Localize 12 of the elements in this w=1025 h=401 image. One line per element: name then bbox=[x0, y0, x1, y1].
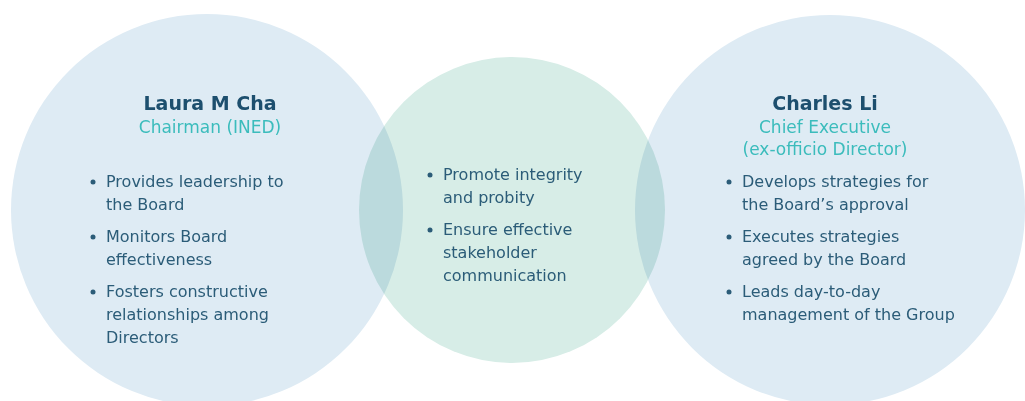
bullet-text: Develops strategies for the Board’s approval bbox=[742, 172, 929, 214]
role-title: Chief Executive (ex-officio Director) bbox=[741, 116, 909, 160]
bullet-text: Promote integrity and probity bbox=[443, 165, 583, 207]
role-title: Chairman (INED) bbox=[137, 116, 283, 138]
bullet-text: Leads day-to-day management of the Group bbox=[742, 282, 955, 324]
bullet-text: Provides leadership to the Board bbox=[106, 172, 284, 214]
bullet-text: Ensure effective stakeholder communication bbox=[443, 220, 573, 285]
bullet-text: Executes strategies agreed by the Board bbox=[742, 227, 907, 269]
bullet-text: Fosters constructive relationships among Directors bbox=[106, 282, 269, 347]
person-name: Charles Li bbox=[771, 92, 879, 114]
bullet-text: Monitors Board effectiveness bbox=[106, 227, 228, 269]
person-name: Laura M Cha bbox=[142, 92, 278, 114]
